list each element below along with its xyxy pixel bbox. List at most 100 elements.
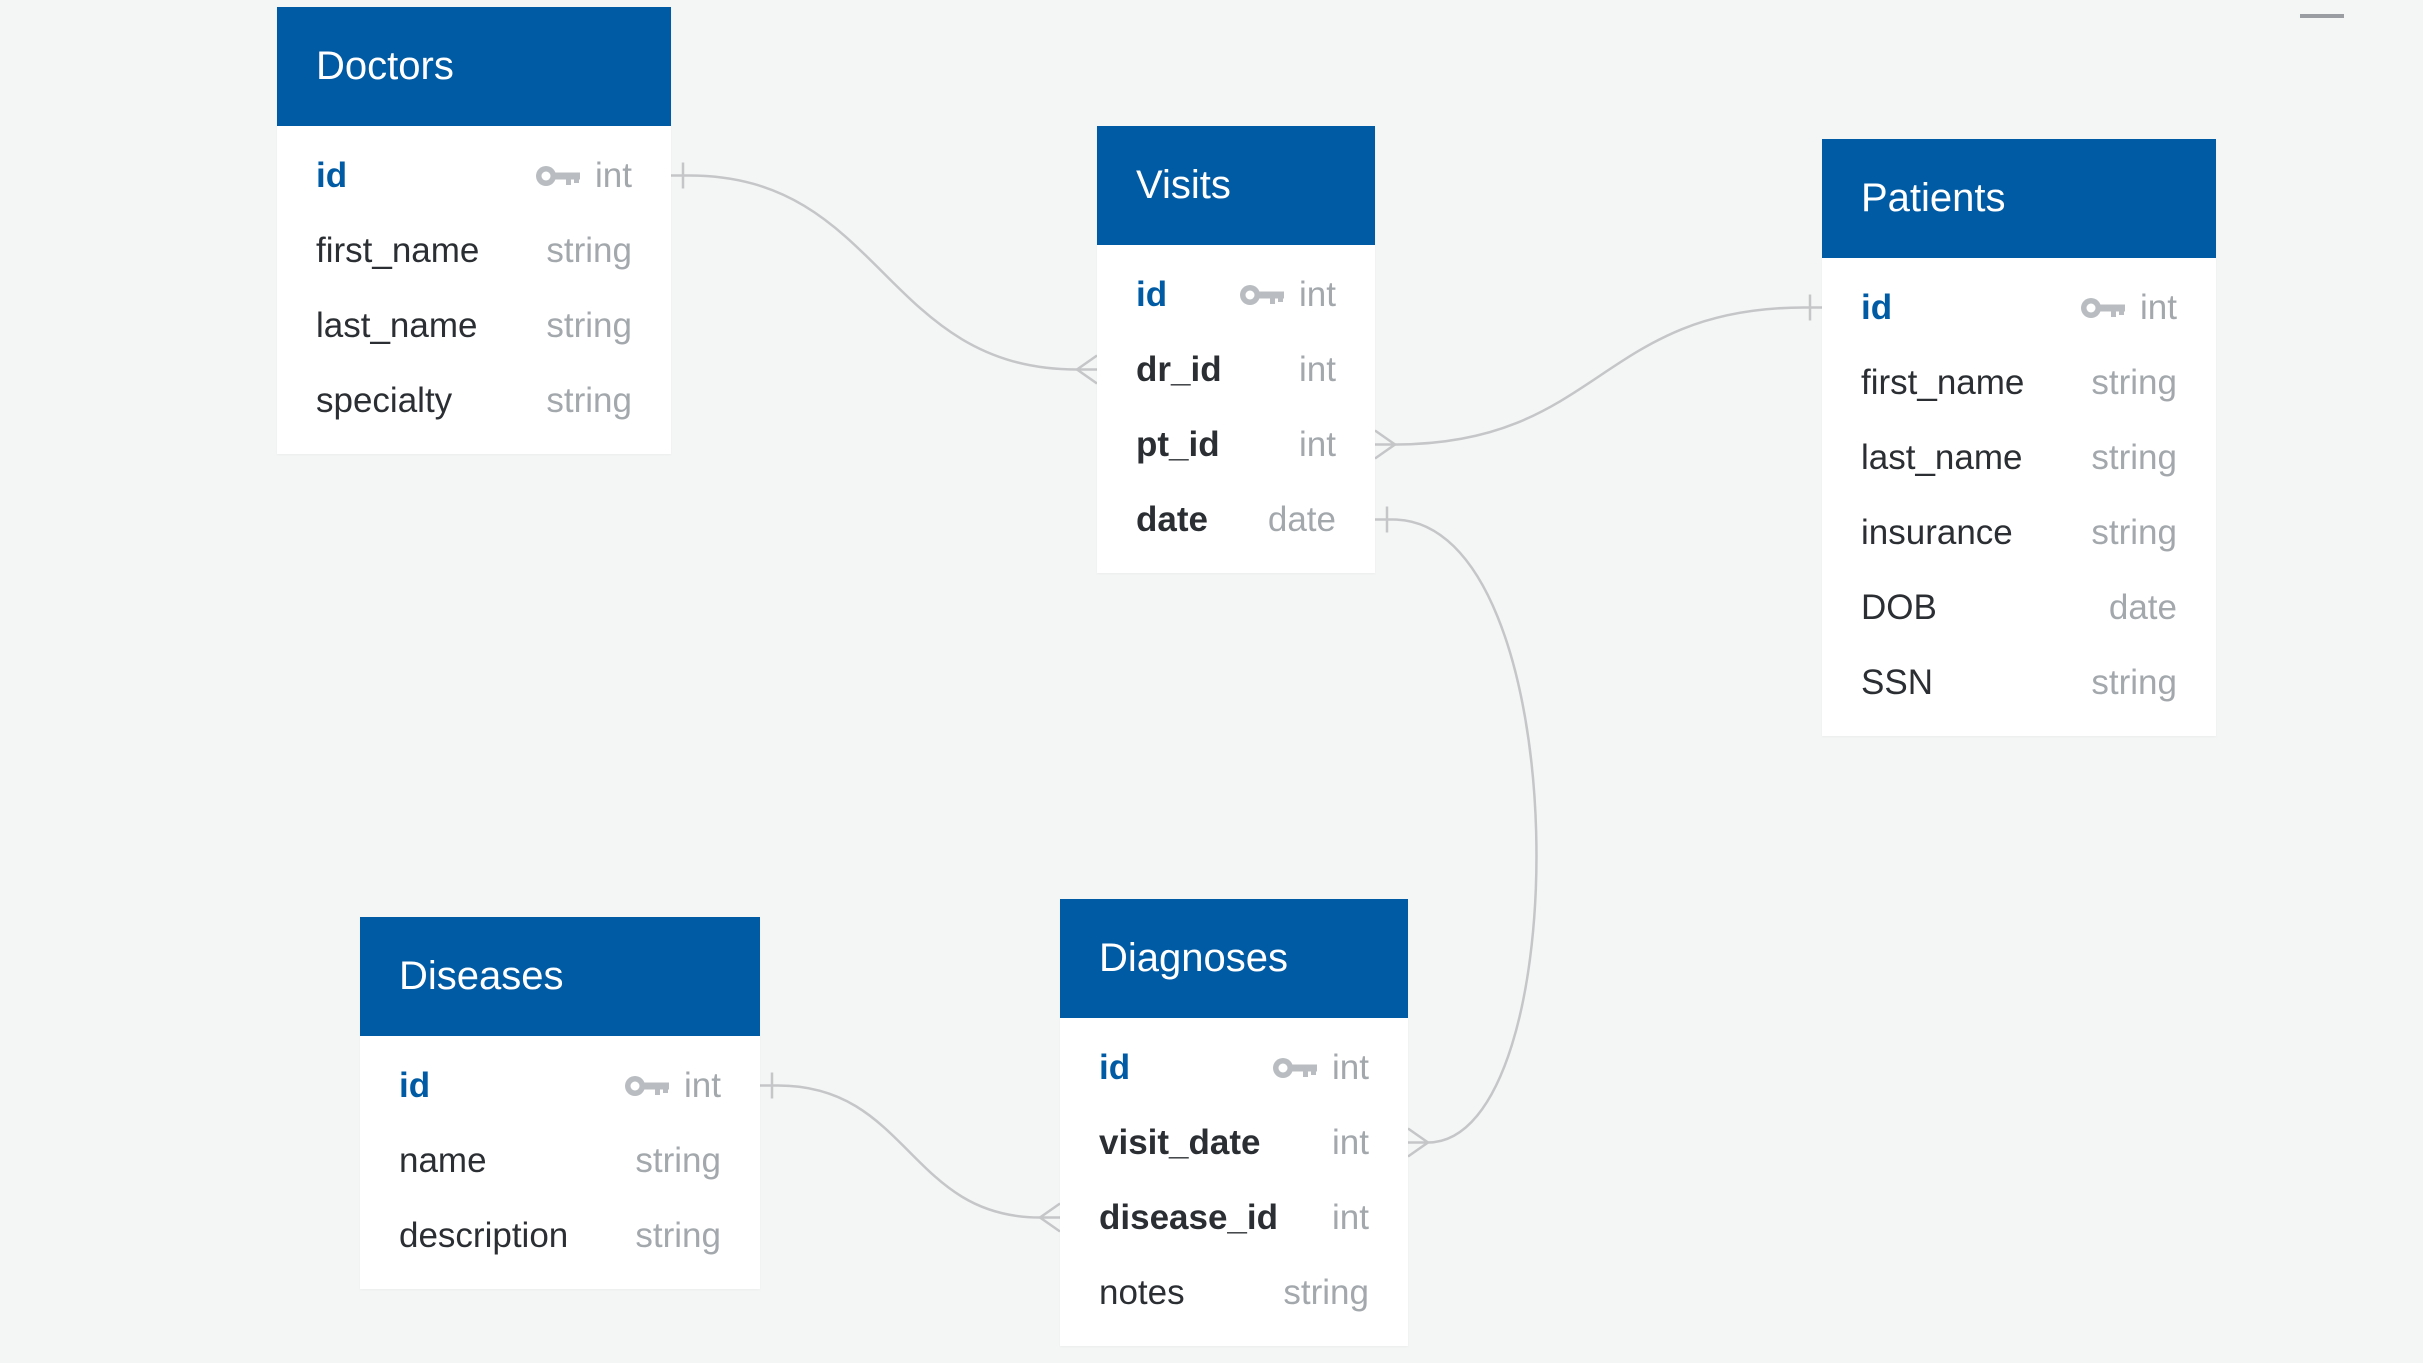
table-patients-title[interactable]: Patients <box>1822 139 2216 258</box>
field-type: string <box>2091 362 2177 402</box>
field-name: DOB <box>1861 587 1937 627</box>
key-icon <box>535 164 581 188</box>
field-row-disease-id[interactable]: disease_id int <box>1060 1180 1408 1255</box>
field-row-specialty[interactable]: specialty string <box>277 363 671 438</box>
field-name: id <box>1861 287 1893 327</box>
field-type-group: string <box>2091 438 2177 478</box>
field-type-group: string <box>546 381 632 421</box>
field-row-first-name[interactable]: first_name string <box>277 213 671 288</box>
field-row-notes[interactable]: notes string <box>1060 1255 1408 1330</box>
field-type-group: string <box>546 231 632 271</box>
field-type-group: int <box>1332 1198 1369 1238</box>
field-name: name <box>399 1140 487 1180</box>
field-type: string <box>546 230 632 270</box>
table-diseases-title[interactable]: Diseases <box>360 917 760 1036</box>
field-type-group: string <box>635 1216 721 1256</box>
field-type: string <box>635 1215 721 1255</box>
field-type-group: string <box>1283 1273 1369 1313</box>
field-type-group: int <box>2080 288 2177 328</box>
field-type-group: int <box>535 156 632 196</box>
field-type-group: string <box>2091 513 2177 553</box>
table-doctors-title[interactable]: Doctors <box>277 7 671 126</box>
field-type-group: string <box>546 306 632 346</box>
field-type-group: string <box>2091 363 2177 403</box>
field-name: first_name <box>316 230 480 270</box>
field-type-group: string <box>635 1141 721 1181</box>
field-type: int <box>1299 349 1336 389</box>
field-name: disease_id <box>1099 1197 1278 1237</box>
field-name: pt_id <box>1136 424 1220 464</box>
field-type: string <box>546 305 632 345</box>
field-type: string <box>546 380 632 420</box>
field-type: int <box>1299 424 1336 464</box>
field-name: id <box>316 155 348 195</box>
field-type: int <box>684 1065 721 1105</box>
field-type-group: int <box>1272 1048 1369 1088</box>
field-name: notes <box>1099 1272 1185 1312</box>
field-type-group: int <box>624 1066 721 1106</box>
field-row-pt-id[interactable]: pt_id int <box>1097 407 1375 482</box>
field-name: specialty <box>316 380 453 420</box>
key-icon <box>1239 283 1285 307</box>
key-icon <box>2080 296 2126 320</box>
field-row-description[interactable]: description string <box>360 1198 760 1273</box>
field-name: last_name <box>316 305 478 345</box>
field-name: first_name <box>1861 362 2025 402</box>
field-type-group: int <box>1239 275 1336 315</box>
field-name: id <box>1136 274 1168 314</box>
field-name: description <box>399 1215 569 1255</box>
table-diseases[interactable]: Diseases id int name string description strin… <box>360 917 760 1289</box>
field-name: last_name <box>1861 437 2023 477</box>
table-diagnoses-title[interactable]: Diagnoses <box>1060 899 1408 1018</box>
field-row-first-name[interactable]: first_name string <box>1822 345 2216 420</box>
field-row-date[interactable]: date date <box>1097 482 1375 557</box>
minimize-icon[interactable] <box>2300 14 2344 18</box>
field-row-name[interactable]: name string <box>360 1123 760 1198</box>
field-row-last-name[interactable]: last_name string <box>277 288 671 363</box>
field-name: SSN <box>1861 662 1933 702</box>
field-type-group: string <box>2091 663 2177 703</box>
field-type-group: int <box>1332 1123 1369 1163</box>
field-type: date <box>2108 587 2177 627</box>
field-row-id[interactable]: id int <box>360 1048 760 1123</box>
field-type: int <box>1299 274 1336 314</box>
field-type: int <box>2140 287 2177 327</box>
field-type: string <box>2091 512 2177 552</box>
key-icon <box>1272 1056 1318 1080</box>
field-type: int <box>1332 1122 1369 1162</box>
field-type-group: date <box>1268 500 1336 540</box>
field-type: string <box>635 1140 721 1180</box>
field-row-id[interactable]: id int <box>1097 257 1375 332</box>
field-type: date <box>1267 499 1336 539</box>
field-row-dob[interactable]: DOB date <box>1822 570 2216 645</box>
field-type-group: int <box>1299 425 1336 465</box>
table-visits-title[interactable]: Visits <box>1097 126 1375 245</box>
field-name: id <box>1099 1047 1131 1087</box>
field-row-id[interactable]: id int <box>1822 270 2216 345</box>
field-row-id[interactable]: id int <box>277 138 671 213</box>
field-row-id[interactable]: id int <box>1060 1030 1408 1105</box>
field-name: date <box>1136 499 1208 539</box>
field-type: string <box>2091 437 2177 477</box>
field-row-insurance[interactable]: insurance string <box>1822 495 2216 570</box>
table-diseases-fields: id int name string description string <box>360 1036 760 1289</box>
field-row-ssn[interactable]: SSN string <box>1822 645 2216 720</box>
field-row-last-name[interactable]: last_name string <box>1822 420 2216 495</box>
field-name: insurance <box>1861 512 2013 552</box>
field-type: string <box>1283 1272 1369 1312</box>
field-name: id <box>399 1065 431 1105</box>
field-type: int <box>1332 1047 1369 1087</box>
field-type-group: date <box>2109 588 2177 628</box>
field-type-group: int <box>1299 350 1336 390</box>
